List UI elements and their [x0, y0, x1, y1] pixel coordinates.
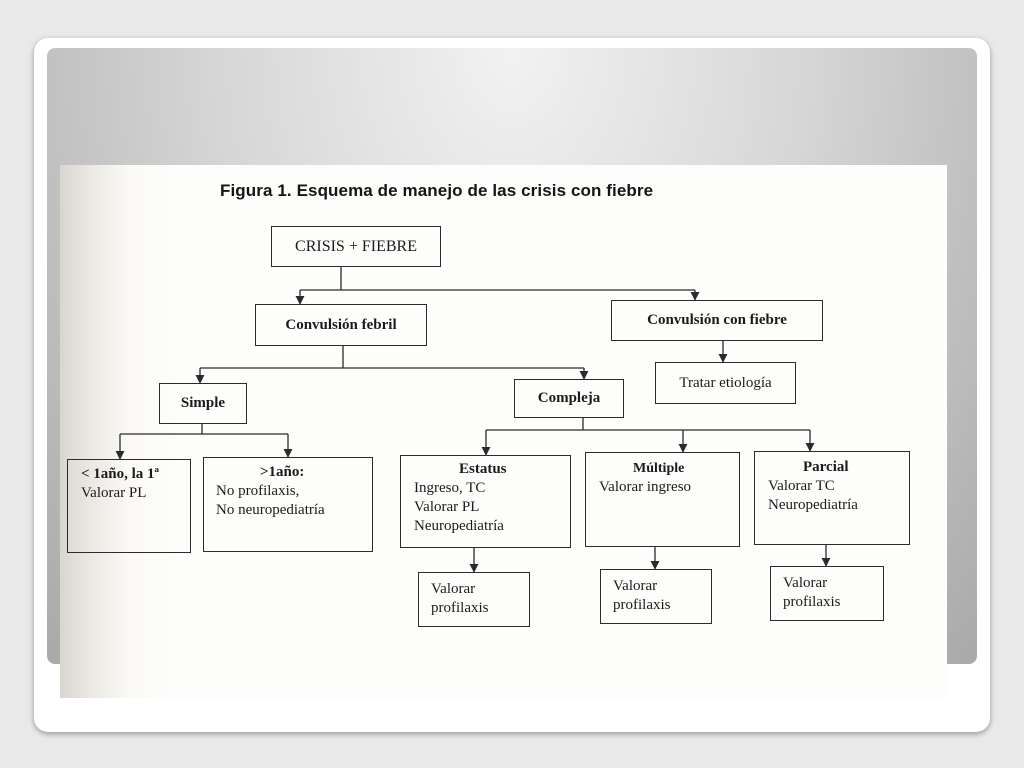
node-valorar-profilaxis-multiple-line-2: profilaxis	[613, 597, 671, 613]
node-crisis-fiebre: CRISIS + FIEBRE	[271, 226, 441, 267]
node-compleja-label: Compleja	[537, 390, 601, 406]
node-menor-1-ano: < 1año, la 1ª Valorar PL	[67, 459, 191, 553]
node-parcial: Parcial Valorar TC Neuropediatría	[754, 451, 910, 545]
node-mayor-1-ano: >1año: No profilaxis, No neuropediatría	[203, 457, 373, 552]
node-simple-label: Simple	[180, 395, 226, 411]
node-mayor-1-ano-line-1: No profilaxis,	[216, 483, 300, 499]
node-valorar-profilaxis-estatus-line-2: profilaxis	[431, 600, 489, 616]
node-valorar-profilaxis-estatus: Valorar profilaxis	[418, 572, 530, 627]
node-parcial-title: Parcial	[803, 459, 849, 475]
node-menor-1-ano-title: < 1año, la 1ª	[81, 466, 160, 482]
node-valorar-profilaxis-multiple-line-1: Valorar	[613, 578, 658, 594]
node-estatus: Estatus Ingreso, TC Valorar PL Neuropedi…	[400, 455, 571, 548]
node-compleja: Compleja	[514, 379, 624, 418]
node-estatus-line-2: Valorar PL	[414, 499, 480, 515]
node-valorar-profilaxis-multiple: Valorar profilaxis	[600, 569, 712, 624]
node-mayor-1-ano-line-2: No neuropediatría	[216, 502, 325, 518]
node-parcial-line-2: Neuropediatría	[768, 497, 858, 513]
node-valorar-profilaxis-parcial-line-1: Valorar	[783, 575, 828, 591]
figure-title: Figura 1. Esquema de manejo de las crisi…	[220, 181, 654, 200]
node-convulsion-febril: Convulsión febril	[255, 304, 427, 346]
node-valorar-profilaxis-parcial-line-2: profilaxis	[783, 594, 841, 610]
node-crisis-fiebre-label: CRISIS + FIEBRE	[295, 238, 417, 255]
node-tratar-etiologia: Tratar etiología	[655, 362, 796, 404]
scanned-figure	[60, 165, 947, 698]
node-mayor-1-ano-title: >1año:	[260, 464, 305, 480]
node-multiple-title: Múltiple	[633, 461, 685, 476]
node-estatus-title: Estatus	[459, 461, 507, 477]
node-multiple-text: Valorar ingreso	[599, 479, 692, 495]
node-tratar-etiologia-label: Tratar etiología	[679, 374, 772, 391]
node-convulsion-con-fiebre-label: Convulsión con fiebre	[647, 312, 787, 328]
node-menor-1-ano-text: Valorar PL	[81, 485, 147, 501]
node-estatus-line-1: Ingreso, TC	[414, 480, 486, 496]
node-valorar-profilaxis-estatus-line-1: Valorar	[431, 581, 476, 597]
node-convulsion-con-fiebre: Convulsión con fiebre	[611, 300, 823, 341]
node-estatus-line-3: Neuropediatría	[414, 518, 504, 534]
node-convulsion-febril-label: Convulsión febril	[285, 316, 397, 333]
node-valorar-profilaxis-parcial: Valorar profilaxis	[770, 566, 884, 621]
node-parcial-line-1: Valorar TC	[768, 478, 835, 494]
node-multiple: Múltiple Valorar ingreso	[585, 452, 740, 547]
node-simple: Simple	[159, 383, 247, 424]
